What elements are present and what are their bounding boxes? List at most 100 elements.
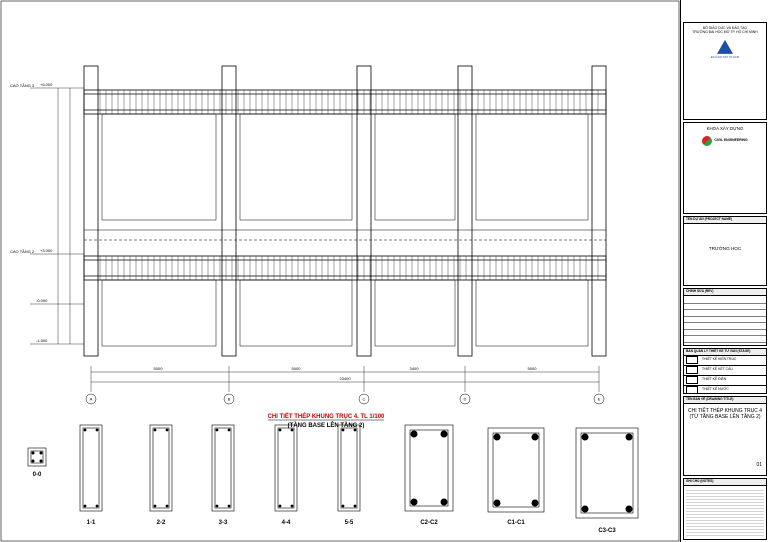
span-ab: 5000 bbox=[154, 366, 164, 371]
team-checkbox bbox=[686, 376, 698, 385]
notes-cell: GHI CHÚ (NOTES) bbox=[683, 478, 767, 540]
section-label-4-4: 4-4 bbox=[282, 520, 291, 526]
team-row-2: THIẾT KẾ KẾT CẤU bbox=[702, 367, 733, 372]
axis-a: A bbox=[90, 397, 93, 402]
drawing-title-sub: (TỪ TẦNG BASE LÊN TẦNG 2) bbox=[689, 413, 761, 420]
section-label-c1: C1-C1 bbox=[507, 520, 525, 526]
project-header: TÊN DỰ ÁN (PROJECT NAME) bbox=[684, 217, 766, 224]
team-row-1: THIẾT KẾ KIẾN TRÚC bbox=[702, 357, 737, 362]
rebar-dot bbox=[165, 428, 169, 432]
project-name: TRƯỜNG HỌC bbox=[708, 245, 742, 251]
rebar-dot bbox=[227, 428, 231, 432]
team-row-4: THIẾT KẾ NƯỚC bbox=[702, 387, 729, 392]
axis-bubbles bbox=[85, 393, 605, 405]
rebar-dot bbox=[581, 433, 589, 441]
rebar-dot bbox=[153, 428, 157, 432]
level-value-3: +6.000 bbox=[40, 82, 53, 87]
rebar-dot bbox=[353, 428, 357, 432]
section-label-3-3: 3-3 bbox=[219, 520, 228, 526]
level-markers bbox=[30, 87, 84, 345]
drawing-title: CHI TIẾT THÉP KHUNG TRỤC 4. TL 1/100 bbox=[268, 412, 385, 420]
rebar-dot bbox=[341, 504, 345, 508]
section-label-c2: C2-C2 bbox=[420, 520, 438, 526]
drawing-title-header: TÊN BẢN VẼ (DRAWING TITLE) bbox=[684, 397, 766, 404]
level-value-2: +3.000 bbox=[40, 248, 53, 253]
school-cell: BỘ GIÁO DỤC VÀ ĐÀO TẠO TRƯỜNG ĐẠI HỌC MỞ… bbox=[683, 22, 767, 120]
rebar-dot bbox=[410, 430, 418, 438]
logo-text: ĐẠI HỌC MỞ TP.HCM bbox=[710, 54, 740, 59]
rebar-dot bbox=[353, 504, 357, 508]
rebar-dot bbox=[215, 504, 219, 508]
school-line-2: TRƯỜNG ĐẠI HỌC MỞ TP. HỒ CHÍ MINH bbox=[692, 29, 758, 34]
drawing-title-cell: TÊN BẢN VẼ (DRAWING TITLE) CHI TIẾT THÉP… bbox=[683, 396, 767, 476]
rebar-dot bbox=[95, 504, 99, 508]
team-checkbox bbox=[686, 356, 698, 365]
rebar-dot bbox=[531, 433, 539, 441]
section-label-c3: C3-C3 bbox=[598, 528, 616, 534]
rebar-dot bbox=[83, 428, 87, 432]
team-header: BAN QUẢN LÝ THIẾT KẾ TƯ VẤN (STAGE) bbox=[684, 349, 766, 356]
total-span: 23400 bbox=[339, 376, 351, 381]
revision-cell: CHỈNH SỬA (REV) bbox=[683, 288, 767, 346]
section-label-5-5: 5-5 bbox=[345, 520, 354, 526]
team-checkbox bbox=[686, 366, 698, 375]
frame-elevation-drawing: CAO TẦNG 3 +6.000 CAO TẦNG 2 +3.000 -0.0… bbox=[0, 0, 680, 542]
team-checkbox bbox=[686, 386, 698, 393]
section-label-1-1: 1-1 bbox=[87, 520, 96, 526]
team-row-3: THIẾT KẾ ĐIỆN bbox=[702, 377, 727, 382]
span-bc: 5000 bbox=[292, 366, 302, 371]
team-cell: BAN QUẢN LÝ THIẾT KẾ TƯ VẤN (STAGE) THIẾ… bbox=[683, 348, 767, 394]
notes-body bbox=[686, 488, 764, 537]
rebar-dot bbox=[95, 428, 99, 432]
rebar-dot bbox=[165, 504, 169, 508]
level-label-3: CAO TẦNG 3 bbox=[10, 83, 35, 88]
rebar-dot bbox=[278, 504, 282, 508]
civil-logo-icon bbox=[702, 136, 713, 147]
section-label-2-2: 2-2 bbox=[157, 520, 166, 526]
title-block: BỘ GIÁO DỤC VÀ ĐÀO TẠO TRƯỜNG ĐẠI HỌC MỞ… bbox=[680, 0, 768, 542]
rebar-dot bbox=[625, 433, 633, 441]
rebar-dot bbox=[493, 433, 501, 441]
level-label-base: -1.500 bbox=[36, 338, 48, 343]
rebar-dot bbox=[83, 504, 87, 508]
rebar-dot bbox=[227, 504, 231, 508]
faculty-cell: KHOA XÂY DỰNG CIVIL ENGINEERING bbox=[683, 122, 767, 214]
drawing-subtitle: (TẦNG BASE LÊN TẦNG 2) bbox=[288, 421, 365, 429]
faculty-name: KHOA XÂY DỰNG bbox=[706, 126, 744, 131]
rebar-dot bbox=[531, 499, 539, 507]
civil-logo-text: CIVIL ENGINEERING bbox=[714, 138, 748, 143]
rebar-dot bbox=[440, 498, 448, 506]
level-label-2: CAO TẦNG 2 bbox=[10, 249, 35, 254]
span-cd: 3400 bbox=[410, 366, 420, 371]
beams bbox=[83, 89, 607, 281]
rebar-dot bbox=[493, 499, 501, 507]
level-label-0: -0.000 bbox=[36, 298, 48, 303]
columns bbox=[83, 65, 607, 357]
panels bbox=[101, 113, 589, 347]
rebar-dot bbox=[153, 504, 157, 508]
notes-header: GHI CHÚ (NOTES) bbox=[684, 479, 766, 486]
rebar-dot bbox=[278, 428, 282, 432]
dimension-lines bbox=[90, 366, 600, 392]
sheet-number: 01 bbox=[756, 462, 762, 469]
university-logo bbox=[717, 39, 733, 54]
rebar-dot bbox=[290, 428, 294, 432]
axis-d: D bbox=[464, 397, 467, 402]
revision-header: CHỈNH SỬA (REV) bbox=[684, 289, 766, 296]
rebar-dot bbox=[410, 498, 418, 506]
rebar-dot bbox=[290, 504, 294, 508]
project-cell: TÊN DỰ ÁN (PROJECT NAME) TRƯỜNG HỌC bbox=[683, 216, 767, 286]
revision-table bbox=[684, 297, 766, 345]
rebar-dot bbox=[440, 430, 448, 438]
rebar-dot bbox=[581, 505, 589, 513]
span-de: 5000 bbox=[528, 366, 538, 371]
section-rects bbox=[79, 424, 639, 519]
section-label-0-0: 0-0 bbox=[33, 472, 42, 478]
axis-e: E bbox=[598, 397, 601, 402]
school-line-1: BỘ GIÁO DỤC VÀ ĐÀO TẠO bbox=[702, 26, 748, 30]
rebar-dot bbox=[341, 428, 345, 432]
section-0-0 bbox=[27, 447, 47, 467]
rebar-dot bbox=[215, 428, 219, 432]
drawing-title-text: CHI TIẾT THÉP KHUNG TRỤC 4 bbox=[688, 407, 762, 414]
